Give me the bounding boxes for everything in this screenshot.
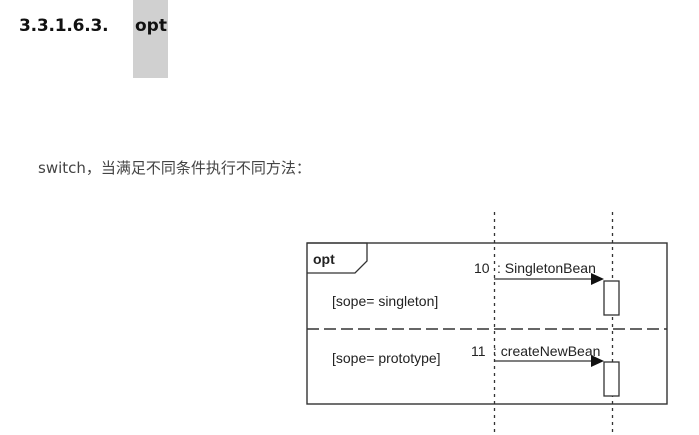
activation-bar-2 xyxy=(603,361,620,397)
fragment-operator-label: opt xyxy=(313,251,335,267)
message-2-label: : createNewBean xyxy=(493,343,600,359)
section-heading: 3.3.1.6.3. xyxy=(19,14,116,38)
message-2-number: 11 xyxy=(471,343,486,359)
opt-fragment-frame xyxy=(306,242,668,405)
section-number: 3.3.1.6.3. xyxy=(19,16,109,36)
section-title-code: opt xyxy=(135,16,167,36)
message-2-arrowhead xyxy=(591,355,604,367)
guard-prototype: [sope= prototype] xyxy=(332,350,441,366)
description-text: switch，当满足不同条件执行不同方法： xyxy=(38,159,311,177)
message-1-arrowhead xyxy=(591,273,604,285)
code-highlight-bar xyxy=(133,0,168,78)
message-1-label: : SingletonBean xyxy=(497,260,596,276)
guard-singleton: [sope= singleton] xyxy=(332,293,438,309)
fragment-operator-box xyxy=(307,242,368,274)
activation-bar-1 xyxy=(603,280,620,316)
message-1-number: 10 xyxy=(474,260,490,276)
